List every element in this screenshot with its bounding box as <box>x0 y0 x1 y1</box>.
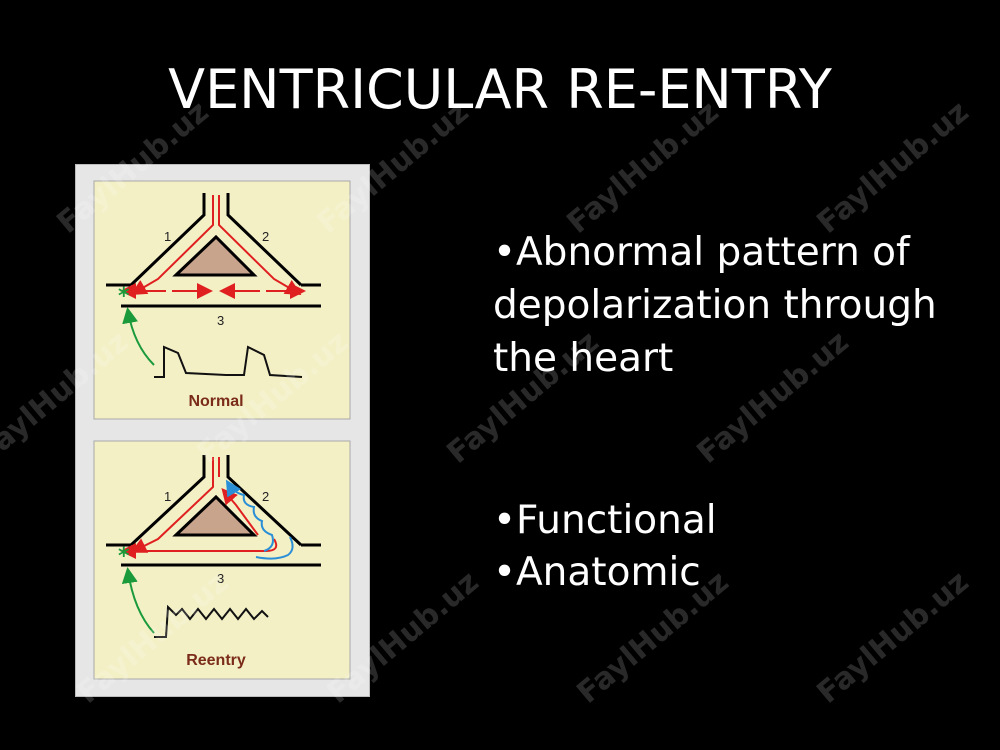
normal-label-1: 1 <box>164 229 171 244</box>
bullet-anatomic: •Anatomic <box>493 550 701 595</box>
reentry-green-arrow <box>121 567 155 634</box>
reentry-trace <box>154 604 269 638</box>
reentry-star-icon: * <box>118 544 130 569</box>
reentry-diagram: 1 2 3 * Normal <box>93 180 351 680</box>
normal-caption: Normal <box>188 393 243 410</box>
watermark: FaylHub.uz <box>810 564 976 711</box>
slide-title: VENTRICULAR RE-ENTRY <box>168 58 832 121</box>
reentry-label-3: 3 <box>217 571 224 586</box>
normal-star-icon: * <box>118 284 130 309</box>
normal-label-3: 3 <box>217 313 224 328</box>
bullet-abnormal-pattern: •Abnormal pattern of depolarization thro… <box>493 230 937 381</box>
panel-reentry: 1 2 3 * Reentry <box>93 440 351 680</box>
normal-label-2: 2 <box>262 229 269 244</box>
reentry-label-2: 2 <box>262 489 269 504</box>
normal-trace <box>154 345 303 378</box>
bullet-functional: •Functional <box>493 498 717 543</box>
reentry-diagram-figure: 1 2 3 * Normal <box>75 164 370 697</box>
reentry-label-1: 1 <box>164 489 171 504</box>
reentry-blue-loop <box>225 479 274 552</box>
normal-green-arrow <box>122 307 155 366</box>
reentry-caption: Reentry <box>186 652 246 669</box>
panel-normal: 1 2 3 * Normal <box>93 180 351 420</box>
